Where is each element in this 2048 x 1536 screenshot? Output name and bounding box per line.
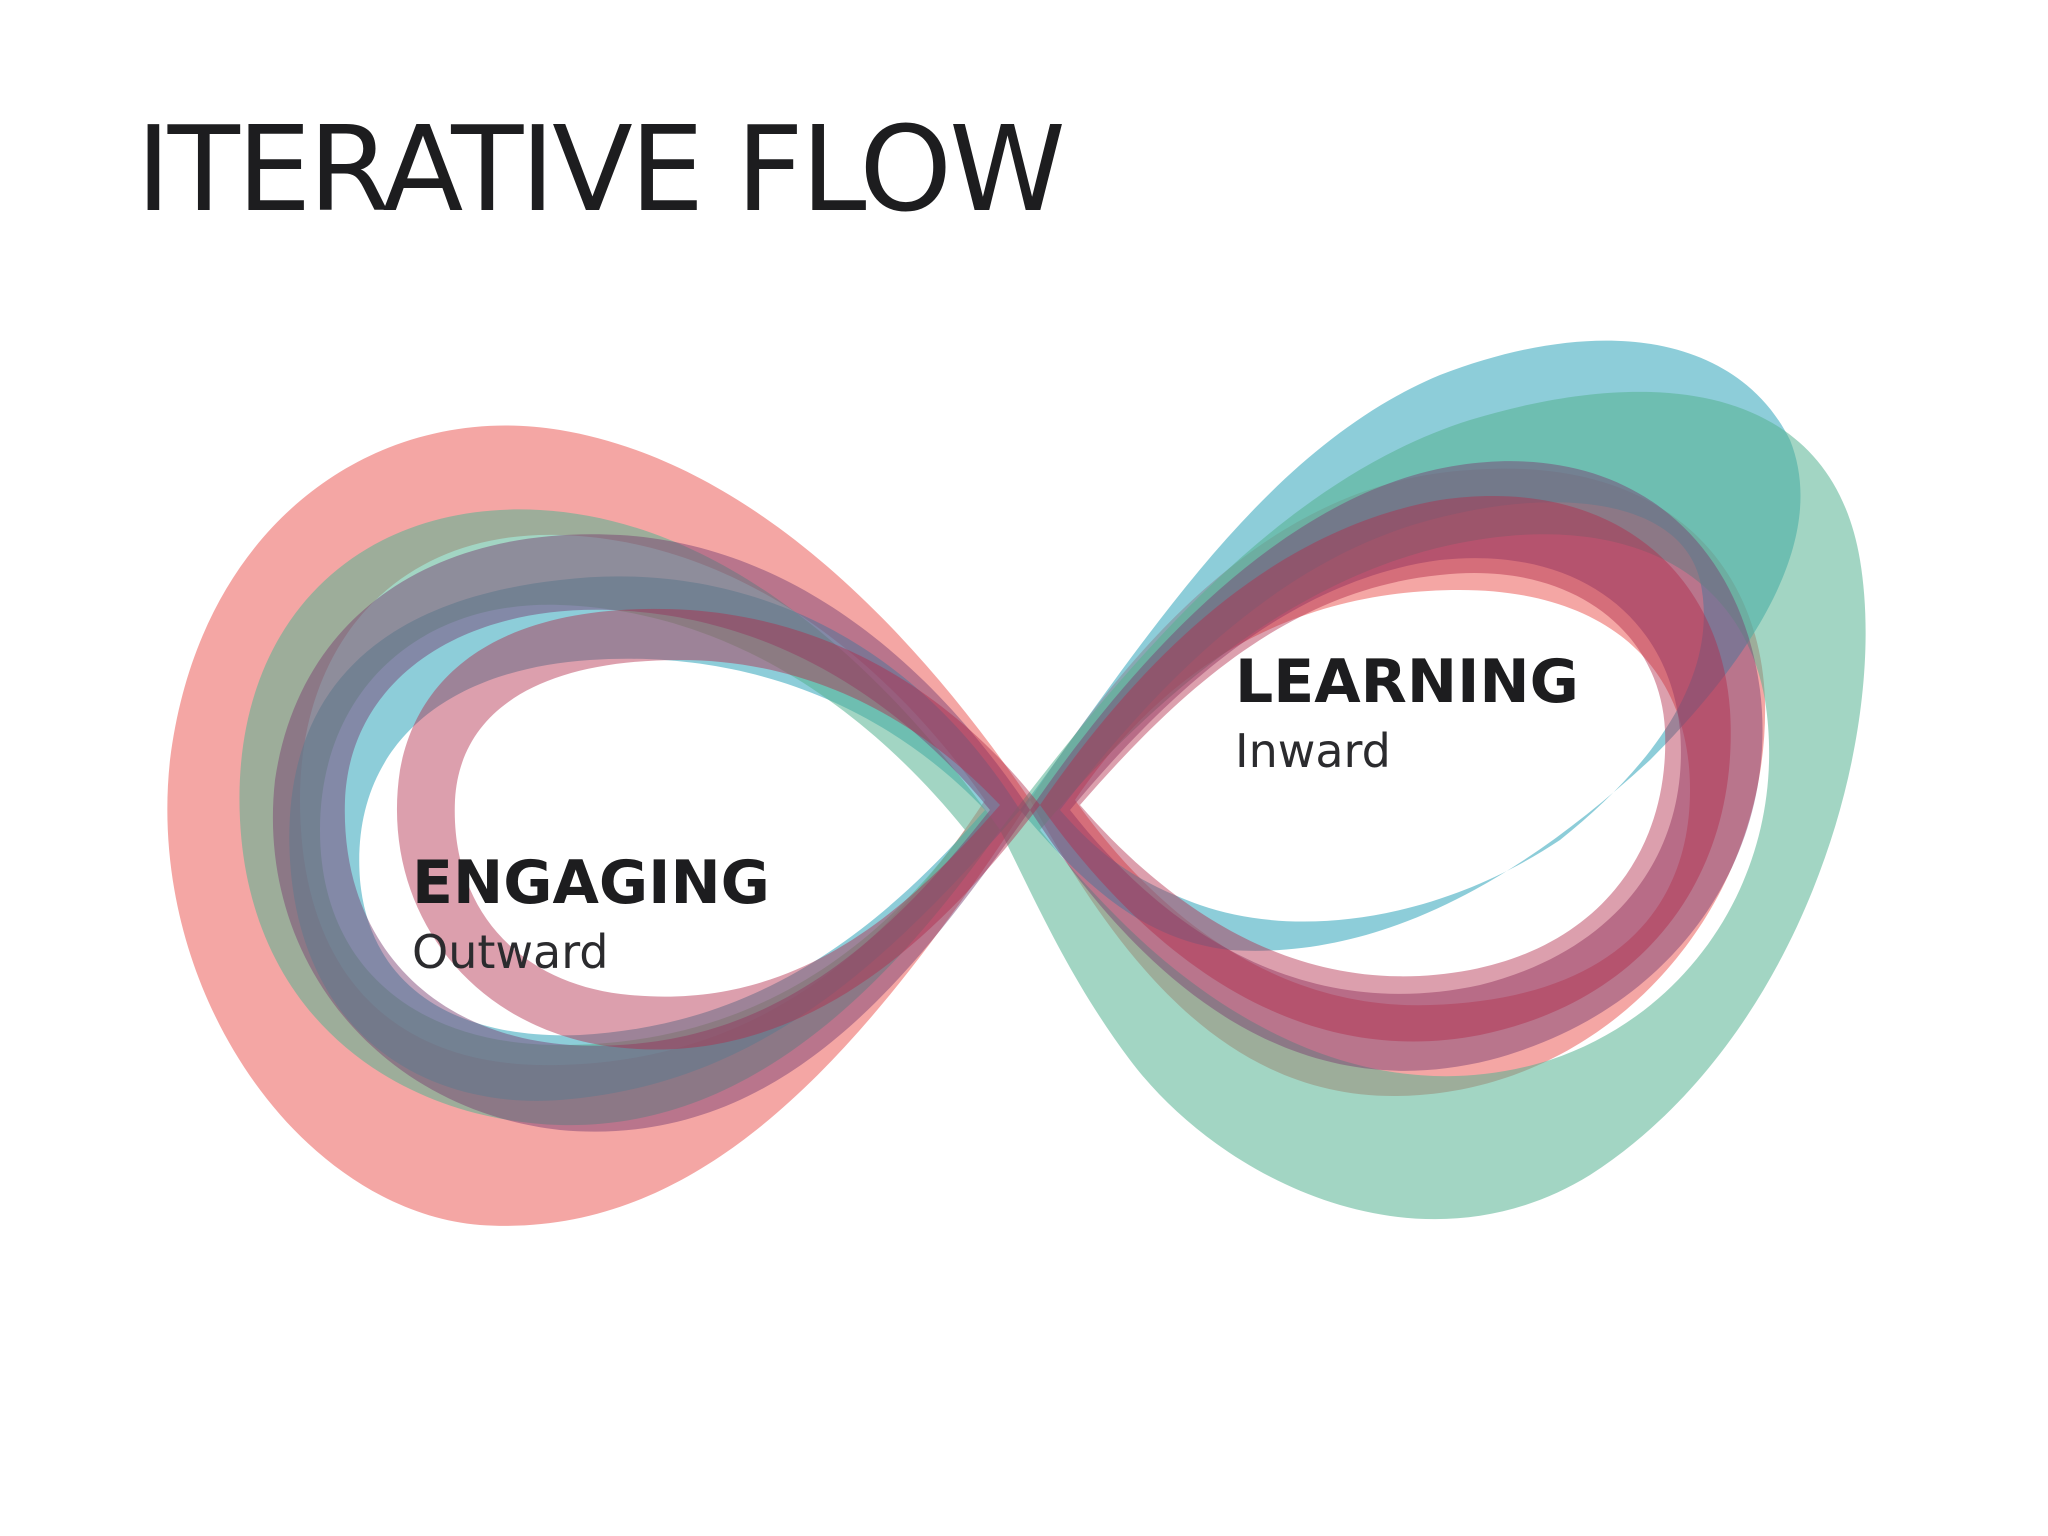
- engaging-subtitle: Outward: [412, 925, 609, 979]
- engaging-label: ENGAGING Outward: [412, 853, 770, 975]
- page-title: ITERATIVE FLOW: [136, 100, 1066, 238]
- ribbon-crimson: [396, 496, 1731, 1050]
- learning-heading: LEARNING: [1235, 647, 1579, 717]
- ribbon-teal: [289, 340, 1801, 1101]
- engaging-heading: ENGAGING: [412, 848, 770, 918]
- learning-label: LEARNING Inward: [1235, 652, 1579, 774]
- learning-subtitle: Inward: [1235, 724, 1391, 778]
